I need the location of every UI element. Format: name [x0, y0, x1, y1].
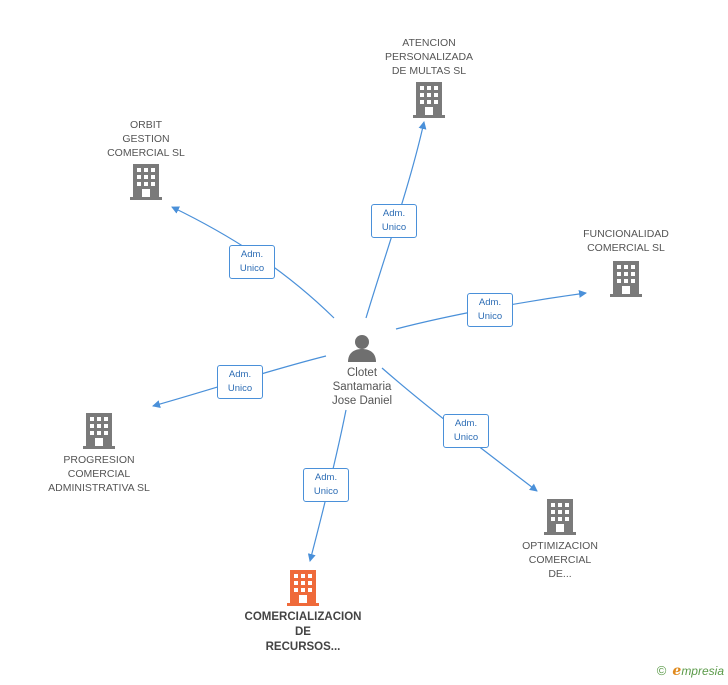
company-node-atencion[interactable]: ATENCION PERSONALIZADA DE MULTAS SL — [364, 36, 494, 118]
company-label: ORBIT GESTION COMERCIAL SL — [107, 119, 185, 159]
building-icon — [413, 82, 445, 118]
company-node-comercializacion[interactable]: COMERCIALIZACION DE RECURSOS... — [238, 570, 368, 655]
brand-logo-initial: e — [672, 663, 682, 679]
person-node[interactable]: Clotet Santamaria Jose Daniel — [302, 334, 422, 408]
company-node-progresion[interactable]: PROGRESION COMERCIAL ADMINISTRATIVA SL — [34, 413, 164, 495]
role-badge-progresion[interactable]: Adm. Unico — [217, 365, 263, 399]
company-node-orbit[interactable]: ORBIT GESTION COMERCIAL SL — [81, 118, 211, 200]
company-node-optimizacion[interactable]: OPTIMIZACION COMERCIAL DE... — [495, 499, 625, 581]
building-icon — [544, 499, 576, 535]
building-icon — [130, 164, 162, 200]
copyright-icon: © — [656, 663, 667, 678]
company-label: COMERCIALIZACION DE RECURSOS... — [244, 611, 362, 653]
building-icon — [610, 261, 642, 297]
person-label: Clotet Santamaria Jose Daniel — [331, 367, 393, 407]
role-badge-optimizacion[interactable]: Adm. Unico — [443, 414, 489, 448]
person-icon — [348, 335, 376, 362]
company-label: OPTIMIZACION COMERCIAL DE... — [522, 540, 598, 580]
role-badge-atencion[interactable]: Adm. Unico — [371, 204, 417, 238]
brand-logo-name: mpresia — [681, 664, 724, 678]
company-label: FUNCIONALIDAD COMERCIAL SL — [583, 228, 669, 254]
company-label: PROGRESION COMERCIAL ADMINISTRATIVA SL — [48, 454, 150, 494]
building-icon — [287, 570, 319, 606]
building-icon — [83, 413, 115, 449]
role-badge-comercializacion[interactable]: Adm. Unico — [303, 468, 349, 502]
company-label: ATENCION PERSONALIZADA DE MULTAS SL — [384, 37, 474, 77]
role-badge-orbit[interactable]: Adm. Unico — [229, 245, 275, 279]
brand-watermark: © empresia — [657, 663, 724, 679]
company-node-funcionalidad[interactable]: FUNCIONALIDAD COMERCIAL SL — [561, 227, 691, 297]
role-badge-funcionalidad[interactable]: Adm. Unico — [467, 293, 513, 327]
